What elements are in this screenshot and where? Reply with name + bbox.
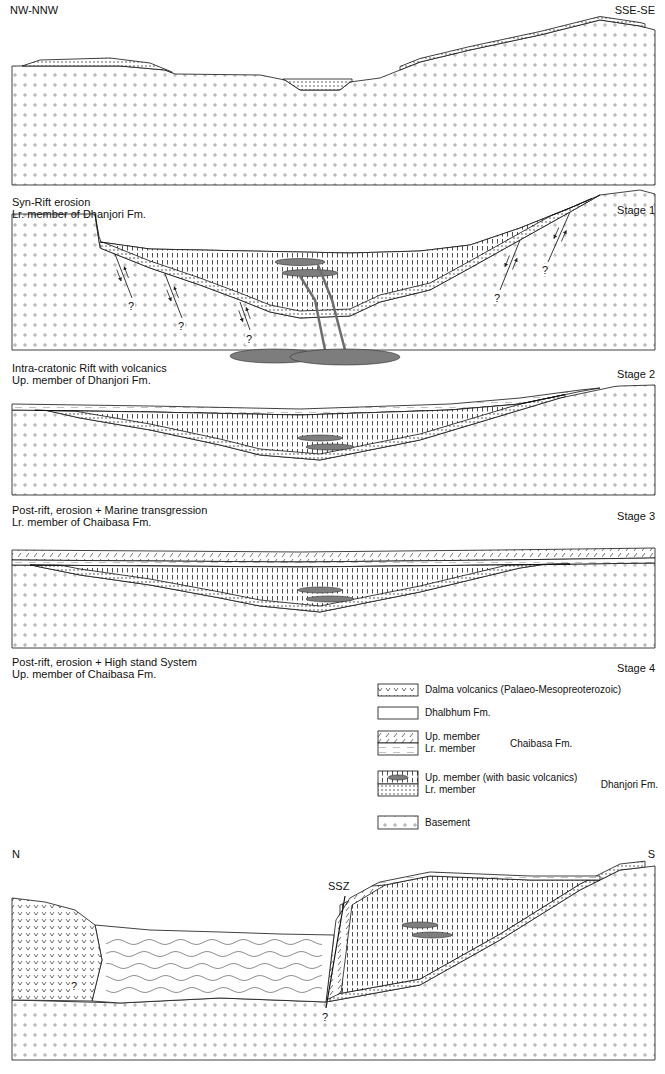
uncertainty-mark: ? <box>321 1011 329 1023</box>
legend-swatch <box>378 743 418 755</box>
upper-dhanjori <box>30 564 570 606</box>
dhalbhum <box>92 925 334 1003</box>
upper-chaibasa <box>326 885 385 1000</box>
fault-line <box>165 274 182 318</box>
basic-volcanic-lens <box>306 444 354 450</box>
lower-dhanjori <box>22 58 172 73</box>
legend-text: Basement <box>425 817 470 829</box>
shear-zone-line <box>326 896 345 1008</box>
stage-caption: Up. member of Chaibasa Fm. <box>12 668 156 680</box>
slip-arrow <box>554 227 559 238</box>
lower-dhanjori <box>283 79 352 90</box>
legend-text: Lr. member <box>425 743 476 755</box>
uncertainty-mark: ? <box>127 300 135 312</box>
folded-strata <box>106 940 322 945</box>
folded-strata <box>106 964 322 969</box>
stage-caption: Intra-cratonic Rift with volcanics <box>12 362 167 374</box>
basement <box>12 563 655 648</box>
formation-label: Dhanjori Fm. <box>601 779 658 791</box>
slip-arrow <box>561 231 566 242</box>
folded-strata <box>106 952 322 957</box>
uncertainty-mark: ? <box>70 980 78 992</box>
basic-volcanic-lens <box>306 596 354 602</box>
slip-arrow <box>239 310 243 321</box>
basement <box>12 190 655 350</box>
legend-text: Up. member <box>425 731 480 743</box>
lower-dhanjori <box>95 195 600 318</box>
legend-text: Up. member (with basic volcanics) <box>425 772 577 784</box>
feeder-dyke <box>318 265 345 350</box>
folded-strata <box>106 988 322 993</box>
upper-dhanjori <box>100 198 592 311</box>
basic-volcanic-lens <box>402 922 438 928</box>
basement <box>12 866 655 1060</box>
magma-body <box>290 349 400 365</box>
upper-dhanjori <box>340 876 600 993</box>
feeder-dyke <box>300 276 325 350</box>
slip-arrow <box>117 270 121 281</box>
formation-label: Chaibasa Fm. <box>510 738 572 750</box>
compass-label: N <box>12 848 20 860</box>
basic-volcanic-lens <box>298 587 342 593</box>
stage-caption: Post-rift, erosion + Marine transgressio… <box>12 504 207 516</box>
fault-line <box>548 212 570 262</box>
legend-swatch <box>378 771 418 784</box>
basic-volcanic-lens <box>298 435 342 441</box>
slip-arrow <box>512 258 516 269</box>
legend-swatch <box>378 707 418 719</box>
orientation-label: SSE-SE <box>615 4 655 16</box>
slip-arrow <box>124 267 128 278</box>
basic-volcanic-lens <box>388 775 408 780</box>
folded-strata <box>106 976 322 981</box>
legend-swatch <box>378 816 418 829</box>
lower-dhanjori <box>35 395 565 460</box>
legend-text: Dhalbhum Fm. <box>425 707 491 719</box>
stage-number: Stage 1 <box>617 204 655 216</box>
lower-dhanjori <box>30 564 570 612</box>
uncertainty-mark: ? <box>177 320 185 332</box>
zone-label: SSZ <box>327 880 350 892</box>
compass-label: S <box>648 848 655 860</box>
basement <box>12 20 655 185</box>
legend-text: Dalma volcanics (Palaeo-Mesopreoterozoic… <box>425 684 621 696</box>
basement <box>12 385 655 495</box>
stage-caption: Syn-Rift erosion <box>12 196 90 208</box>
basic-volcanic-lens <box>275 259 325 266</box>
lower-chaibasa <box>372 872 600 890</box>
stage-number: Stage 3 <box>617 510 655 522</box>
stage-number: Stage 2 <box>617 368 655 380</box>
uncertainty-mark: ? <box>493 292 501 304</box>
stage-caption: Up. member of Dhanjori Fm. <box>12 374 151 386</box>
fault-line <box>500 240 520 290</box>
legend-swatch <box>378 731 418 743</box>
lower-dhanjori <box>330 861 645 1001</box>
slip-arrow <box>505 255 509 266</box>
upper-dhanjori <box>35 395 565 454</box>
slip-arrow <box>167 290 171 301</box>
legend-swatch <box>378 684 418 696</box>
uncertainty-mark: ? <box>541 264 549 276</box>
dalma-volcanics <box>12 898 102 1001</box>
fault-line <box>240 302 250 330</box>
legend-text: Lr. member <box>425 784 476 796</box>
stage-caption: Lr. member of Dhanjori Fm. <box>12 208 146 220</box>
basic-volcanic-lens <box>282 270 338 277</box>
stage-number: Stage 4 <box>617 662 655 674</box>
slip-arrow <box>246 308 250 319</box>
stage-caption: Lr. member of Chaibasa Fm. <box>12 516 151 528</box>
basic-volcanic-lens <box>412 932 452 938</box>
fault-line <box>115 254 132 298</box>
orientation-label: NW-NNW <box>10 4 58 16</box>
lower-dhanjori <box>400 17 645 71</box>
slip-arrow <box>174 287 178 298</box>
legend-swatch <box>378 784 418 796</box>
uncertainty-mark: ? <box>245 333 253 345</box>
stage-caption: Post-rift, erosion + High stand System <box>12 656 197 668</box>
